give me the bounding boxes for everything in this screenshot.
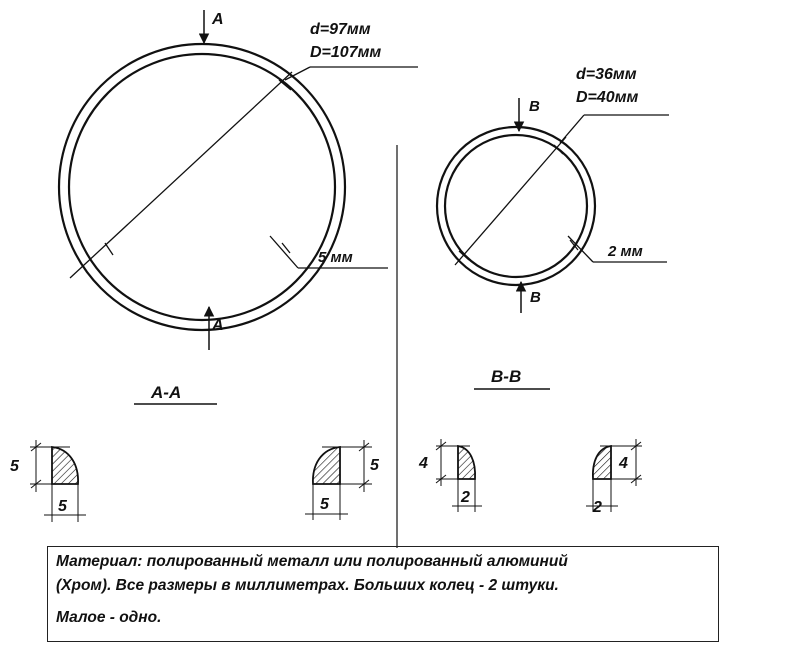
large-ring-width-leader: [269, 235, 299, 269]
large-ring-tick: [104, 242, 114, 256]
section-mark-a-bottom: A: [211, 317, 224, 334]
material-note-line-3: Малое - одно.: [56, 609, 162, 626]
section-a-right-profile: [305, 440, 372, 520]
section-b-left-height-label: 4: [418, 455, 428, 472]
small-ring-leader-line: [559, 114, 585, 144]
section-b-right-profile: [586, 439, 642, 512]
large-ring-inner-circle: [67, 52, 337, 322]
large-ring: [57, 10, 418, 350]
large-ring-inner-diameter-label: d=97мм: [310, 21, 371, 38]
section-a-right-width-label: 5: [320, 496, 330, 513]
large-ring-tick: [278, 79, 292, 91]
material-note-line-2: (Хром). Все размеры в миллиметрах. Больш…: [56, 577, 559, 594]
large-ring-width-label: 5 мм: [318, 249, 353, 266]
large-ring-leader-line: [284, 66, 311, 81]
small-ring-width-leader: [567, 235, 594, 263]
small-ring-tick: [553, 144, 564, 155]
section-mark-b-top: B: [529, 98, 540, 115]
large-ring-diameter-line: [69, 71, 293, 279]
section-a-left-profile: [30, 440, 86, 522]
section-b-title: B-B: [491, 367, 521, 386]
material-note-line-1: Материал: полированный металл или полиро…: [56, 553, 568, 570]
large-ring-outer-diameter-label: D=107мм: [310, 44, 381, 61]
section-mark-a-top: A: [211, 11, 224, 28]
small-ring-tick: [458, 250, 470, 261]
section-a-left-width-label: 5: [58, 498, 68, 515]
section-b-left-profile: [435, 439, 482, 512]
section-b-right-width-label: 2: [592, 499, 602, 516]
small-ring-tick: [569, 239, 579, 251]
small-ring-outer-diameter-label: D=40мм: [576, 89, 639, 106]
small-ring-diameter-line: [454, 136, 567, 266]
section-a-left-height-label: 5: [10, 458, 20, 475]
section-b-left-width-label: 2: [460, 489, 470, 506]
small-ring-inner-diameter-label: d=36мм: [576, 66, 637, 83]
small-ring-outer-circle: [435, 125, 597, 287]
large-ring-outer-circle: [57, 42, 347, 332]
large-ring-tick: [281, 242, 291, 254]
section-a-title: A-A: [150, 383, 181, 402]
section-mark-b-bottom: B: [530, 289, 541, 306]
small-ring-inner-circle: [443, 133, 589, 279]
material-note: Материал: полированный металл или полиро…: [47, 546, 719, 642]
small-ring: [435, 98, 669, 313]
section-a-right-height-label: 5: [370, 457, 380, 474]
small-ring-width-label: 2 мм: [607, 243, 643, 260]
section-b-right-height-label: 4: [618, 455, 628, 472]
